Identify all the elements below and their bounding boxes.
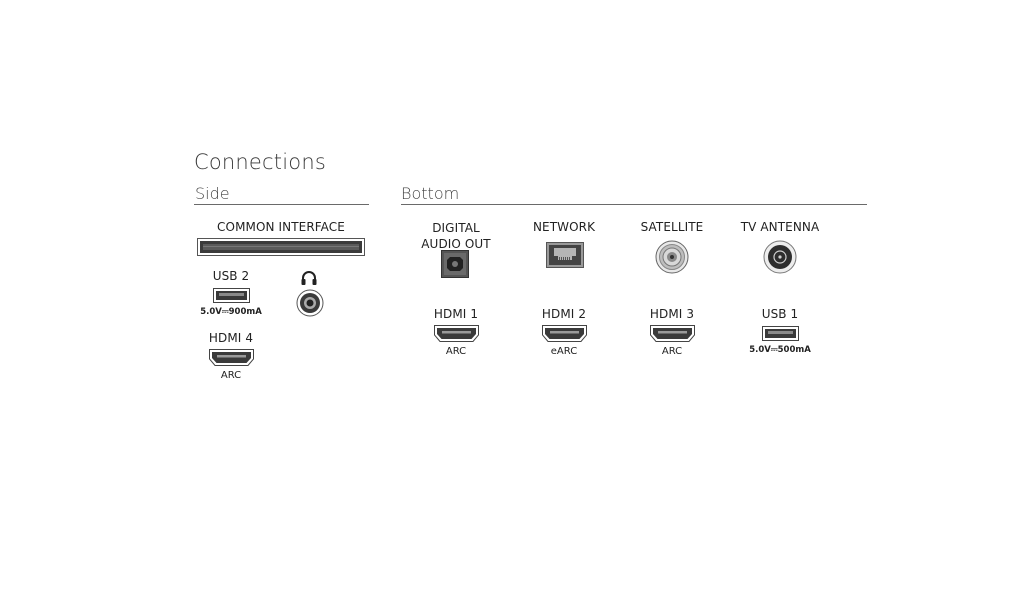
hdmi-port-icon (542, 325, 587, 342)
hdmi4-label: HDMI 4 (208, 331, 254, 345)
satellite-connector-icon (655, 240, 689, 274)
hdmi3-label: HDMI 3 (649, 307, 695, 321)
divider-bottom (401, 204, 867, 205)
digital-audio-out-label: DIGITAL AUDIO OUT (421, 220, 491, 252)
hdmi1-sub: ARC (445, 346, 467, 357)
usb1-spec: 5.0V⎓500mA (749, 345, 811, 355)
digital-audio-out-label-line1: DIGITAL (432, 221, 480, 235)
audio-jack-icon (296, 289, 324, 317)
hdmi3-sub: ARC (661, 346, 683, 357)
ethernet-port-icon (546, 242, 584, 268)
optical-port-icon (441, 250, 469, 278)
digital-audio-out-label-line2: AUDIO OUT (421, 237, 491, 251)
usb2-spec: 5.0V⎓900mA (200, 307, 262, 317)
headphones-icon (300, 270, 318, 286)
hdmi-port-icon (650, 325, 695, 342)
divider-side (194, 204, 369, 205)
section-label-side: Side (195, 184, 230, 203)
hdmi-port-icon (434, 325, 479, 342)
satellite-label: SATELLITE (640, 220, 704, 234)
hdmi1-label: HDMI 1 (433, 307, 479, 321)
usb1-label: USB 1 (761, 307, 799, 321)
usb2-label: USB 2 (212, 269, 250, 283)
page-title: Connections (194, 150, 326, 174)
antenna-connector-icon (763, 240, 797, 274)
ci-slot-icon (197, 238, 365, 256)
hdmi2-sub: eARC (550, 346, 578, 357)
hdmi-port-icon (209, 349, 254, 366)
usb-port-icon (213, 288, 250, 303)
tv-antenna-label: TV ANTENNA (740, 220, 820, 234)
hdmi4-sub: ARC (220, 370, 242, 381)
common-interface-label: COMMON INTERFACE (217, 220, 345, 234)
network-label: NETWORK (532, 220, 596, 234)
section-label-bottom: Bottom (401, 184, 460, 203)
usb-port-icon (762, 326, 799, 341)
hdmi2-label: HDMI 2 (541, 307, 587, 321)
